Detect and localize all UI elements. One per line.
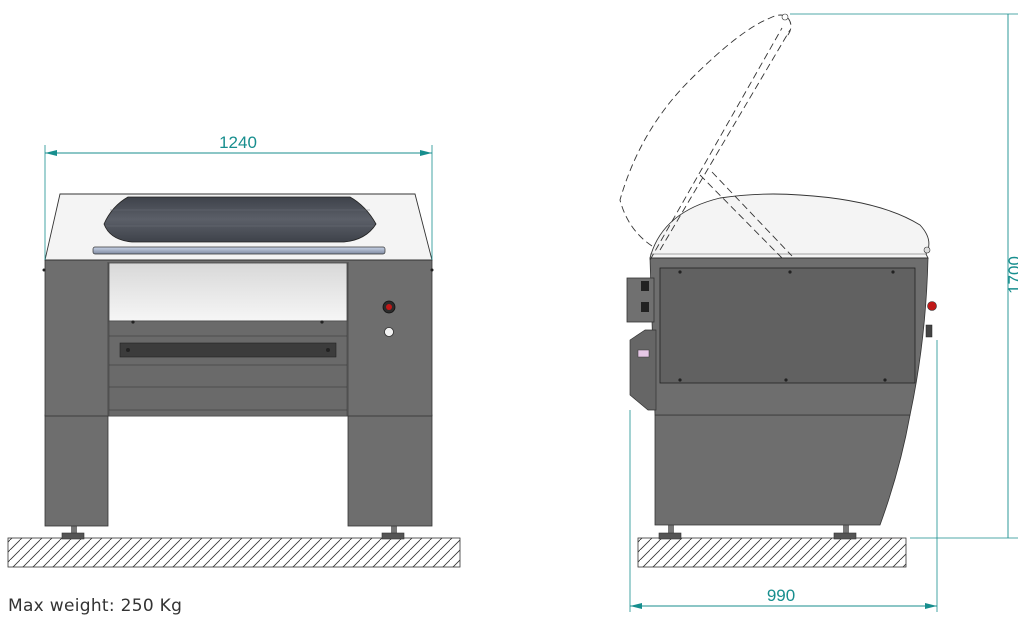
depth-dimension-label: 990 (767, 586, 795, 605)
front-ground-hatch (7, 537, 461, 568)
height-dimension: 1700 (790, 13, 1018, 539)
side-rear-motor (626, 277, 655, 323)
width-dimension-label: 1240 (219, 133, 257, 152)
front-bay (108, 262, 348, 322)
side-rear-box (629, 329, 657, 411)
front-leg-right (347, 414, 433, 527)
side-lid-closed (649, 193, 930, 259)
side-feet (658, 525, 857, 540)
max-weight-caption: Max weight: 250 Kg (8, 596, 183, 616)
front-view: 1240 (7, 133, 461, 568)
start-button (384, 327, 394, 337)
rear-label (637, 349, 650, 358)
front-lid-window (103, 196, 377, 243)
side-body-lower (654, 414, 911, 526)
side-panel (659, 267, 916, 384)
depth-dimension: 990 (629, 340, 938, 612)
side-ground-hatch (637, 537, 907, 568)
front-feet (61, 525, 405, 540)
height-dimension-label: 1700 (1005, 256, 1018, 294)
side-emergency-stop (927, 301, 937, 311)
front-handle-bar (92, 246, 386, 255)
front-leg-left (44, 414, 109, 527)
width-dimension: 1240 (44, 133, 433, 260)
side-view: 1700 990 (619, 13, 1018, 612)
side-lid-open-outline (619, 14, 793, 261)
